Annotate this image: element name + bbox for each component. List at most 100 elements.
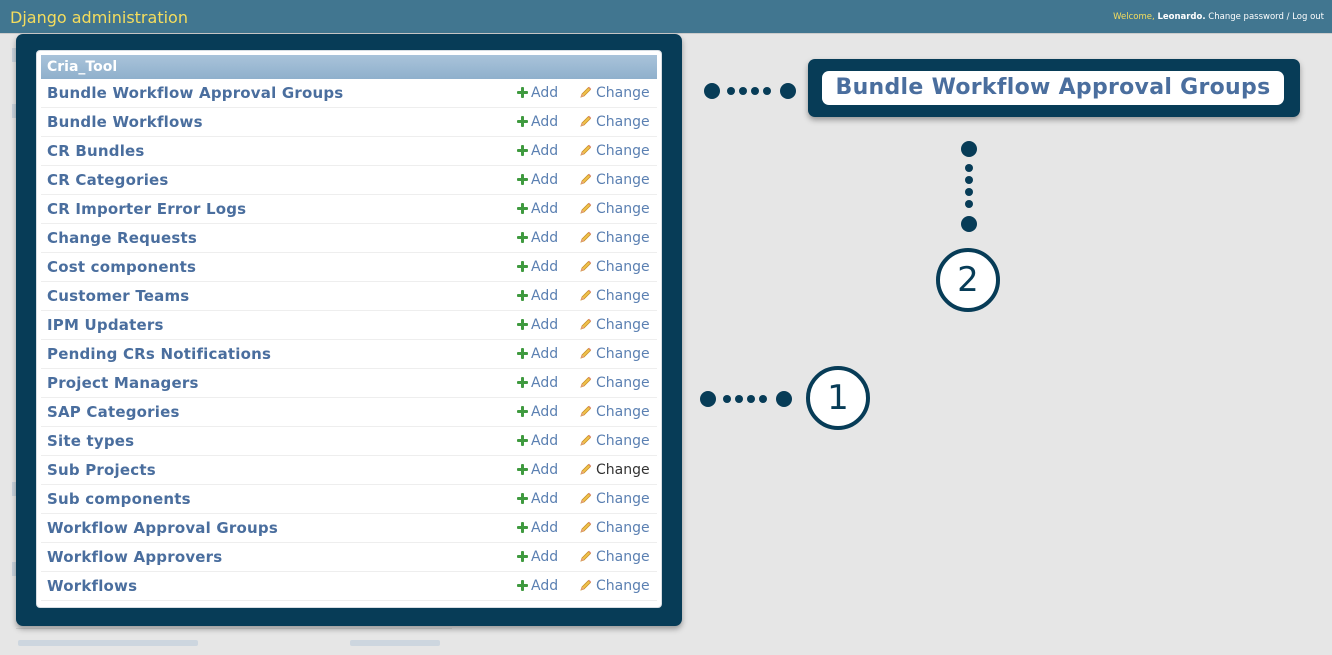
site-brand[interactable]: Django administration (10, 8, 188, 27)
module-caption[interactable]: Cria_Tool (41, 55, 657, 79)
model-link[interactable]: Site types (47, 432, 135, 450)
change-link[interactable]: Change (580, 456, 650, 485)
callout-box: Bundle Workflow Approval Groups (808, 59, 1300, 117)
add-link[interactable]: Add (517, 311, 558, 340)
change-link[interactable]: Change (580, 543, 650, 572)
add-icon (517, 348, 528, 359)
change-label: Change (596, 201, 650, 217)
pencil-icon (580, 549, 596, 565)
add-link[interactable]: Add (517, 224, 558, 253)
change-link[interactable]: Change (580, 224, 650, 253)
add-label: Add (531, 578, 559, 594)
change-link[interactable]: Change (580, 79, 650, 108)
model-row: Bundle Workflows Add Change (41, 108, 657, 137)
pencil-icon (580, 172, 596, 188)
add-label: Add (531, 172, 559, 188)
change-label: Change (596, 404, 650, 420)
change-link[interactable]: Change (580, 108, 650, 137)
step-badge-2: 2 (936, 248, 1000, 312)
add-link[interactable]: Add (517, 369, 558, 398)
add-link[interactable]: Add (517, 282, 558, 311)
model-row: Sub components Add Change (41, 485, 657, 514)
add-icon (517, 116, 528, 127)
change-link[interactable]: Change (580, 137, 650, 166)
model-row: Workflows Add Change (41, 572, 657, 601)
user-tools: Welcome, Leonardo. Change password / Log… (1113, 12, 1324, 22)
model-link[interactable]: Cost components (47, 258, 197, 276)
model-row: SAP Categories Add Change (41, 398, 657, 427)
add-link[interactable]: Add (517, 195, 558, 224)
change-link[interactable]: Change (580, 166, 650, 195)
change-link[interactable]: Change (580, 195, 650, 224)
add-link[interactable]: Add (517, 456, 558, 485)
model-row: Pending CRs Notifications Add Change (41, 340, 657, 369)
model-link[interactable]: Workflow Approvers (47, 548, 223, 566)
change-label: Change (596, 549, 650, 565)
model-link[interactable]: CR Categories (47, 171, 169, 189)
pencil-icon (580, 85, 596, 101)
pencil-icon (580, 114, 596, 130)
add-label: Add (531, 433, 559, 449)
pencil-icon (580, 288, 596, 304)
model-row: Bundle Workflow Approval Groups Add Change (41, 79, 657, 108)
model-link[interactable]: Pending CRs Notifications (47, 345, 272, 363)
add-icon (517, 145, 528, 156)
add-link[interactable]: Add (517, 108, 558, 137)
add-link[interactable]: Add (517, 166, 558, 195)
change-link[interactable]: Change (580, 485, 650, 514)
model-link[interactable]: Change Requests (47, 229, 197, 247)
model-link[interactable]: Bundle Workflow Approval Groups (47, 84, 344, 102)
add-link[interactable]: Add (517, 137, 558, 166)
model-link[interactable]: CR Bundles (47, 142, 145, 160)
change-link[interactable]: Change (580, 514, 650, 543)
add-link[interactable]: Add (517, 572, 558, 601)
model-row: Change Requests Add Change (41, 224, 657, 253)
change-link[interactable]: Change (580, 572, 650, 601)
username: Leonardo. (1157, 12, 1206, 22)
pencil-icon (580, 230, 596, 246)
change-link[interactable]: Change (580, 427, 650, 456)
model-link[interactable]: Project Managers (47, 374, 199, 392)
change-link[interactable]: Change (580, 398, 650, 427)
add-icon (517, 232, 528, 243)
add-icon (517, 319, 528, 330)
add-link[interactable]: Add (517, 427, 558, 456)
add-link[interactable]: Add (517, 514, 558, 543)
model-link[interactable]: Sub Projects (47, 461, 156, 479)
model-link[interactable]: Workflow Approval Groups (47, 519, 278, 537)
add-link[interactable]: Add (517, 543, 558, 572)
model-link[interactable]: Customer Teams (47, 287, 190, 305)
add-label: Add (531, 404, 559, 420)
pencil-icon (580, 346, 596, 362)
model-link[interactable]: Sub components (47, 490, 191, 508)
model-link[interactable]: Workflows (47, 577, 138, 595)
change-label: Change (596, 230, 650, 246)
add-icon (517, 551, 528, 562)
change-link[interactable]: Change (580, 253, 650, 282)
pencil-icon (580, 404, 596, 420)
change-link[interactable]: Change (580, 282, 650, 311)
pencil-icon (580, 578, 596, 594)
change-link[interactable]: Change (580, 369, 650, 398)
add-link[interactable]: Add (517, 398, 558, 427)
user-tools-separator: / (1286, 12, 1290, 22)
model-row: Site types Add Change (41, 427, 657, 456)
change-link[interactable]: Change (580, 311, 650, 340)
add-link[interactable]: Add (517, 485, 558, 514)
model-link[interactable]: Bundle Workflows (47, 113, 203, 131)
change-link[interactable]: Change (580, 340, 650, 369)
add-link[interactable]: Add (517, 253, 558, 282)
model-link[interactable]: CR Importer Error Logs (47, 200, 247, 218)
change-label: Change (596, 143, 650, 159)
model-row: Workflow Approvers Add Change (41, 543, 657, 572)
change-label: Change (596, 317, 650, 333)
model-link[interactable]: IPM Updaters (47, 316, 164, 334)
change-password-link[interactable]: Change password (1208, 12, 1284, 22)
add-icon (517, 406, 528, 417)
logout-link[interactable]: Log out (1292, 12, 1324, 22)
add-icon (517, 464, 528, 475)
add-link[interactable]: Add (517, 340, 558, 369)
model-link[interactable]: SAP Categories (47, 403, 180, 421)
add-icon (517, 435, 528, 446)
add-link[interactable]: Add (517, 79, 558, 108)
